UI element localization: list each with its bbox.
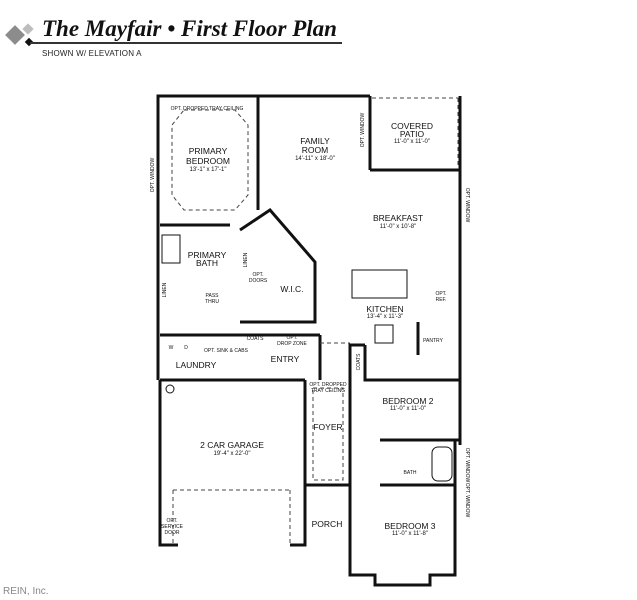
bedroom-2-dims: 11'-0" x 11'-0" xyxy=(390,406,426,412)
kitchen-dims: 13'-4" x 11'-3" xyxy=(367,314,403,320)
foyer-tray-note: OPT. DROPPED xyxy=(309,382,347,388)
optional-features xyxy=(171,97,459,545)
coats-note: COATS xyxy=(247,336,265,342)
window-note: OPT. WINDOW xyxy=(360,113,366,148)
washer-label: W xyxy=(169,345,174,351)
laundry-label: LAUNDRY xyxy=(176,360,217,370)
annotations: OPT. DROPPED TRAY CEILING OPT. DROPPED T… xyxy=(150,106,470,536)
window-note: OPT. WINDOW xyxy=(464,188,470,223)
family-room-label-2: ROOM xyxy=(302,145,328,155)
primary-bedroom-label: PRIMARY xyxy=(189,146,228,156)
drop-zone-note-2: DROP ZONE xyxy=(277,341,307,347)
wic-label: W.I.C. xyxy=(280,284,303,294)
garage-label: 2 CAR GARAGE xyxy=(200,440,264,450)
primary-bath-label-2: BATH xyxy=(196,258,218,268)
opt-doors-note-2: DOORS xyxy=(249,278,268,284)
bath-label: BATH xyxy=(404,470,417,476)
covered-patio-label: COVERED xyxy=(391,121,433,131)
family-room-label: FAMILY xyxy=(300,136,330,146)
bedroom-3-label: BEDROOM 3 xyxy=(384,521,435,531)
foyer-label: FOYER xyxy=(313,422,342,432)
breakfast-dims: 11'-0" x 10'-8" xyxy=(380,224,416,230)
foyer-tray-note-2: TRAY CEILING xyxy=(311,388,345,394)
porch-label: PORCH xyxy=(312,519,343,529)
shower xyxy=(161,234,181,264)
bedroom-3-dims: 11'-0" x 11'-8" xyxy=(392,531,428,537)
window-note: OPT. WINDOW xyxy=(464,483,470,518)
tray-ceiling-note: OPT. DROPPED TRAY CEILING xyxy=(171,106,244,112)
linen-note: LINEN xyxy=(162,282,168,297)
window-note: OPT. WINDOW xyxy=(464,448,470,483)
family-room-dims: 14'-11" x 18'-0" xyxy=(295,156,335,162)
title-rule xyxy=(30,42,342,44)
primary-bedroom-label-2: BEDROOM xyxy=(186,156,230,166)
room-labels: PRIMARY BEDROOM 13'-1" x 17'-1" FAMILY R… xyxy=(176,121,444,537)
opt-ref-note: OPT. xyxy=(435,291,446,297)
walls xyxy=(156,94,462,587)
bathtub xyxy=(431,446,453,482)
brand-logo xyxy=(5,23,34,47)
page-title: The Mayfair • First Floor Plan xyxy=(42,16,337,41)
kitchen-label: KITCHEN xyxy=(366,304,403,314)
entry-label: ENTRY xyxy=(271,354,300,364)
cooktop xyxy=(374,324,394,344)
pass-thru-note: PASS xyxy=(206,293,220,299)
drop-zone-note: OPT. xyxy=(286,335,297,341)
linen-note: LINEN xyxy=(243,252,249,267)
service-door-note-2: SERVICE xyxy=(161,524,184,530)
opt-ref-note-2: REF. xyxy=(436,297,447,303)
kitchen-island xyxy=(351,269,408,299)
breakfast-label: BREAKFAST xyxy=(373,213,423,223)
water-heater xyxy=(165,384,175,394)
watermark: REIN, Inc. xyxy=(3,586,49,597)
pass-thru-note-2: THRU xyxy=(205,299,219,305)
service-door-note: OPT. xyxy=(166,518,177,524)
dryer-label: D xyxy=(184,345,188,351)
bedroom-2-label: BEDROOM 2 xyxy=(382,396,433,406)
coats-note: COATS xyxy=(356,353,362,371)
primary-bath-label: PRIMARY xyxy=(188,250,227,260)
garage-dims: 19'-4" x 22'-0" xyxy=(214,451,251,457)
window-note: OPT. WINDOW xyxy=(150,158,156,193)
covered-patio-label-2: PATIO xyxy=(400,129,425,139)
opt-doors-note: OPT. xyxy=(252,272,263,278)
sink-note: OPT. SINK & CABS xyxy=(204,348,249,354)
primary-bedroom-dims: 13'-1" x 17'-1" xyxy=(190,167,227,173)
covered-patio-dims: 11'-0" x 11'-0" xyxy=(394,139,430,145)
page-subtitle: SHOWN W/ ELEVATION A xyxy=(42,49,142,58)
pantry-label: PANTRY xyxy=(423,338,443,344)
service-door-note-3: DOOR xyxy=(165,530,180,536)
